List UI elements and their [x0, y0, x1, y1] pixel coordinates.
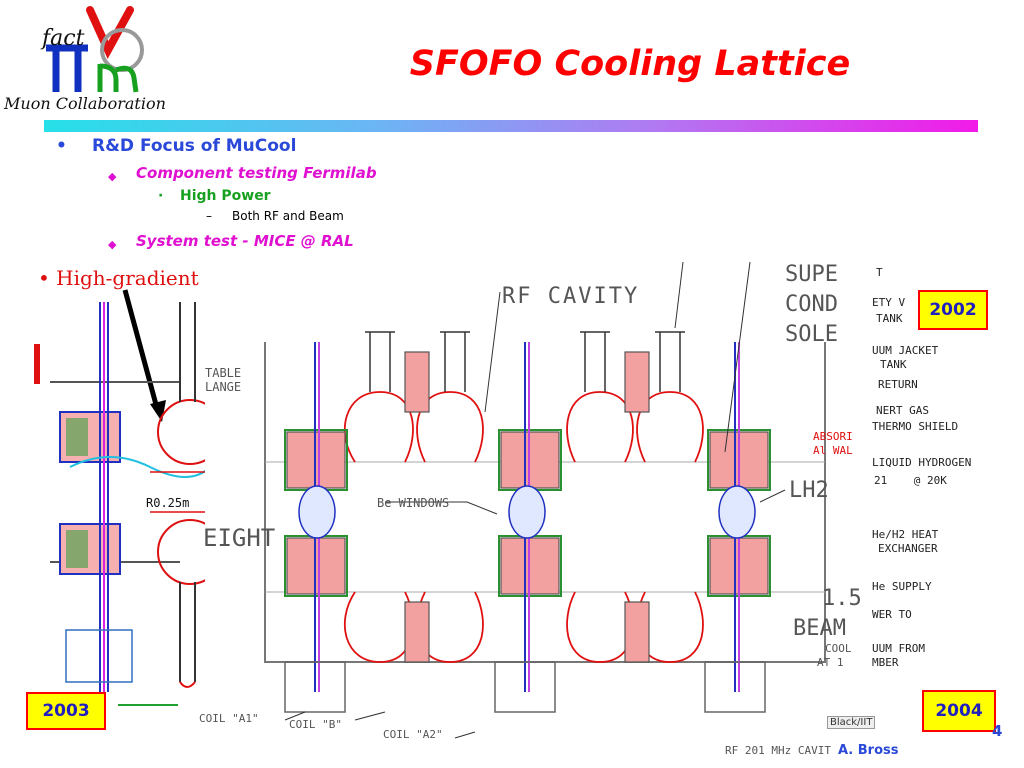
bullet-text: Both RF and Beam: [232, 209, 344, 223]
bullet-level1: • R&D Focus of MuCool: [56, 136, 296, 156]
right-label-7: NERT GAS: [876, 404, 929, 417]
left-drawing-radius-label: R0.25m: [146, 496, 190, 510]
at-label: AT 1: [817, 656, 844, 669]
right-label-8: THERMO SHIELD: [872, 420, 959, 433]
left-drawing-edge-mark: [118, 704, 178, 706]
page-number: 4: [992, 722, 1003, 740]
right-annotation-column: T ETY V TANK UUM JACKET TANK RETURN NERT…: [868, 262, 998, 682]
main-lattice-graphic: [264, 261, 826, 739]
bullet-marker: –: [206, 209, 212, 223]
beam-value-label: 1.5: [822, 586, 862, 611]
bullet-marker: ·: [158, 188, 164, 204]
bullet-level3-high-power: · High Power: [158, 188, 271, 204]
right-label-2: ETY V: [872, 296, 906, 309]
right-label-5: TANK: [880, 358, 907, 371]
left-drawing-heading: • High-gradient: [38, 266, 199, 290]
right-label-10: 21 @ 20K: [874, 474, 947, 487]
main-lattice-drawing: RF CAVITY SUPE COND SOLE TABLE LANGE Be …: [199, 261, 876, 768]
lh2-label: LH2: [789, 478, 829, 503]
bullet-marker: •: [56, 136, 67, 156]
cool-label: COOL: [825, 642, 852, 655]
logo-fact-text: fact: [42, 26, 85, 51]
bullet-text: High Power: [180, 188, 271, 204]
left-technical-drawing: • High-gradient R0.25m: [30, 262, 223, 702]
beam-label: BEAM: [793, 616, 846, 641]
bullet-level4-rf-beam: – Both RF and Beam: [206, 209, 344, 223]
logo-nu-glyph: [86, 6, 134, 59]
black-iit-label: Black/IIT: [827, 716, 876, 729]
right-label-4: UUM JACKET: [872, 344, 939, 357]
logo: fact Muon Collaboration: [0, 0, 200, 120]
author-name: A. Bross: [838, 743, 899, 758]
slide-title: SFOFO Cooling Lattice: [409, 44, 851, 84]
right-label-11: He/H2 HEAT: [872, 528, 939, 541]
right-label-12: EXCHANGER: [878, 542, 938, 555]
table-label-1: TABLE: [205, 366, 242, 380]
right-label-14: WER TO: [872, 608, 912, 621]
title-divider: [44, 120, 978, 132]
logo-pi-glyph: [46, 44, 88, 92]
right-label-9: LIQUID HYDROGEN: [872, 456, 972, 469]
right-label-15: UUM FROM: [872, 642, 925, 655]
right-label-13: He SUPPLY: [872, 580, 932, 593]
coil-a2-label: COIL "A2": [383, 728, 443, 741]
bottom-caption: RF 201 MHz CAVIT: [725, 744, 831, 757]
right-label-3: TANK: [876, 312, 903, 325]
diamond-bullet-icon: ◆: [108, 238, 117, 251]
left-drawing-graphic: [34, 289, 223, 692]
coil-a1-label: COIL "A1": [199, 712, 259, 725]
logo-collaboration-text: Muon Collaboration: [4, 94, 166, 113]
bullet-text: R&D Focus of MuCool: [92, 136, 297, 156]
bullet-level2-component-testing: ◆ Component testing Fermilab: [108, 164, 377, 184]
supe-label: SUPE: [785, 262, 838, 287]
cond-label: COND: [785, 292, 838, 317]
right-label-16: MBER: [872, 656, 899, 669]
bullet-level2-system-test: ◆ System test - MICE @ RAL: [108, 232, 354, 252]
year-badge-2002: 2002: [918, 290, 988, 330]
rf-cavity-label: RF CAVITY: [502, 284, 640, 309]
sole-label: SOLE: [785, 322, 838, 347]
logo-mu-glyph: [97, 63, 139, 93]
table-label-2: LANGE: [205, 380, 242, 394]
right-label-6: RETURN: [878, 378, 918, 391]
logo-graphic: [46, 6, 144, 93]
absorber-label-2: Al WAL: [813, 444, 853, 457]
bullet-text: Component testing Fermilab: [136, 164, 377, 182]
right-label-1: T: [876, 266, 883, 279]
year-badge-2003: 2003: [26, 692, 106, 730]
diamond-bullet-icon: ◆: [108, 170, 117, 183]
be-windows-label: Be WINDOWS: [377, 496, 450, 510]
eight-label: EIGHT: [203, 524, 276, 552]
coil-b-label: COIL "B": [289, 718, 342, 731]
absorber-label-1: ABSORI: [813, 430, 853, 443]
bullet-text: System test - MICE @ RAL: [136, 232, 354, 250]
year-badge-2004: 2004: [922, 690, 996, 732]
